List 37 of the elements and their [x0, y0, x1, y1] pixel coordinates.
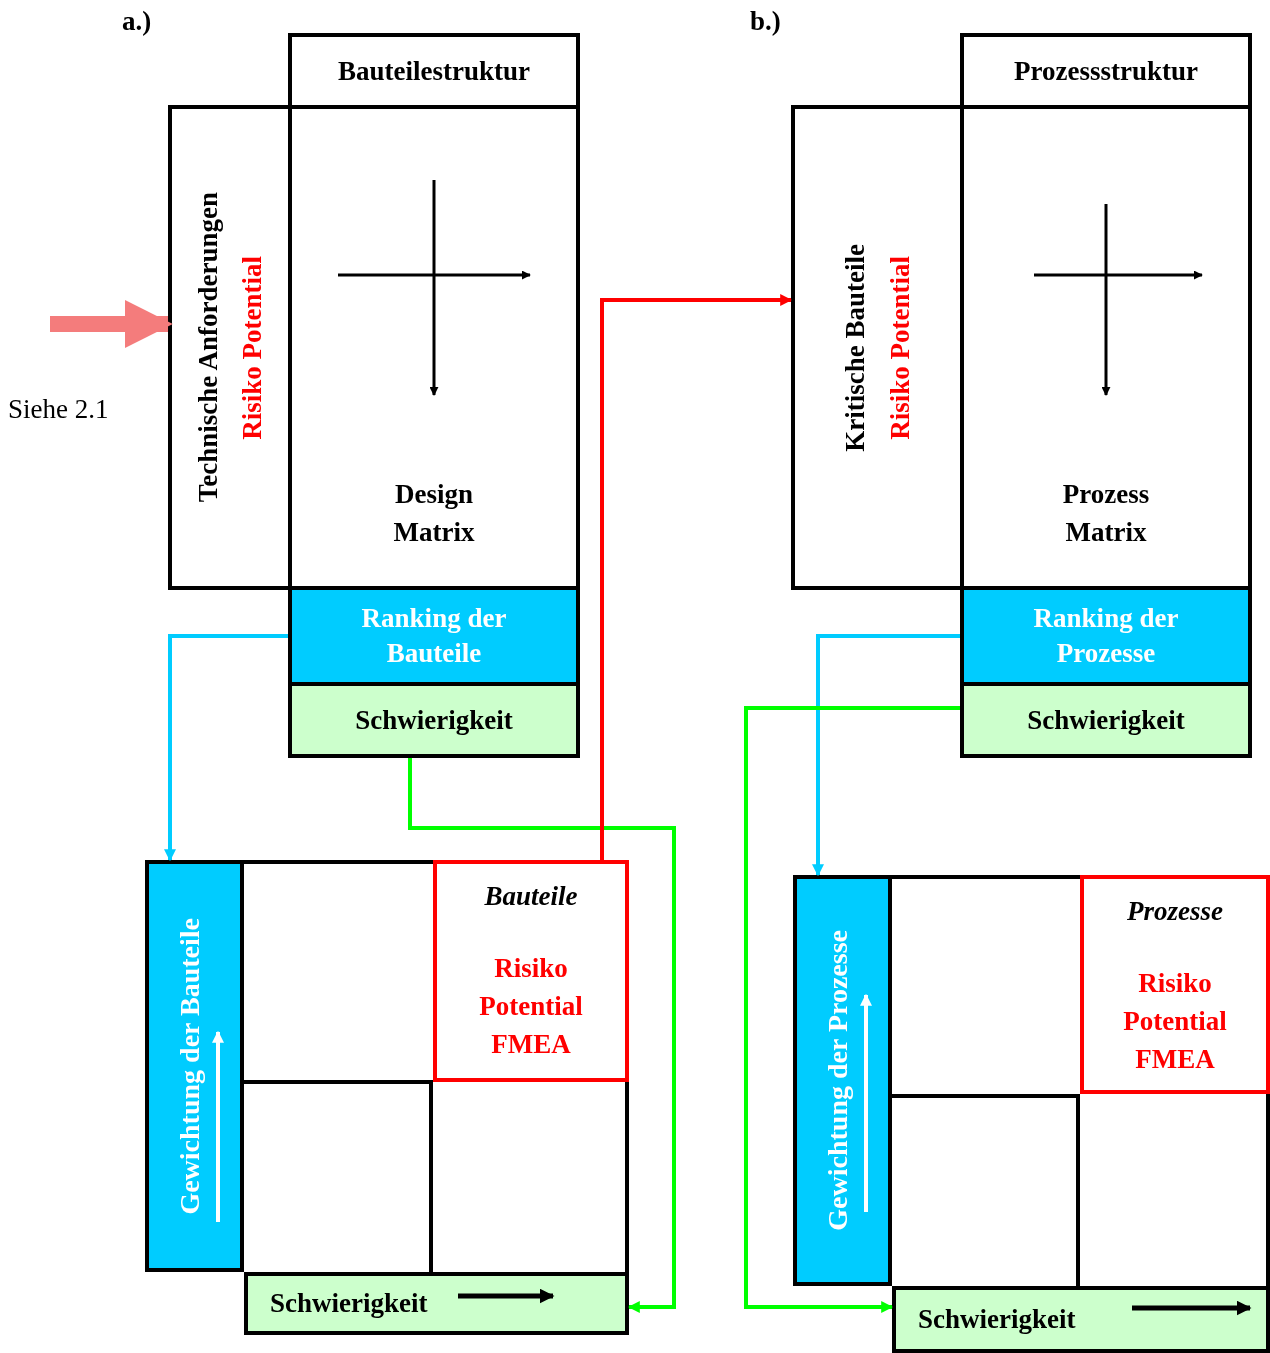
risk-text: Risiko Potential FMEA — [1123, 967, 1227, 1077]
weighting-bar — [145, 860, 244, 1272]
connector-arrow — [812, 634, 960, 877]
risk-text: Risiko Potential — [883, 255, 916, 440]
difficulty-text: Schwierigkeit — [355, 703, 513, 737]
risk-text: Risiko Potential — [236, 255, 268, 440]
connector-arrow — [164, 634, 288, 862]
risk-text: Risiko Potential FMEA — [479, 952, 583, 1062]
matrix-label: Design Matrix — [393, 478, 475, 550]
matrix-cell — [244, 1080, 433, 1272]
cell-heading: Prozesse — [1127, 895, 1223, 928]
difficulty-text: Schwierigkeit — [270, 1287, 428, 1321]
column-heading: Kritische Bauteile — [839, 243, 872, 452]
difficulty-bar — [244, 1272, 629, 1335]
header-text: Bauteilestruktur — [338, 54, 530, 88]
connector-arrow — [744, 706, 960, 1313]
risk-cell — [433, 860, 629, 1082]
header-text: Prozessstruktur — [1014, 54, 1198, 88]
column-heading: Technische Anforderungen — [191, 192, 224, 503]
cell-heading: Bauteile — [484, 880, 578, 913]
panel-label: a.) — [122, 6, 152, 37]
difficulty-text: Schwierigkeit — [1027, 703, 1185, 737]
risk-cell — [1080, 875, 1270, 1094]
panel-label: b.) — [750, 6, 781, 37]
weighting-bar — [793, 875, 892, 1286]
block-arrow — [50, 300, 173, 348]
weighting-text: Gewichtung der Bauteile — [173, 917, 206, 1215]
difficulty-text: Schwierigkeit — [918, 1303, 1076, 1337]
connector-arrow — [408, 758, 676, 1313]
matrix-label: Prozess Matrix — [1062, 478, 1150, 550]
weighting-text: Gewichtung der Prozesse — [821, 930, 854, 1231]
difficulty-bar — [892, 1286, 1270, 1353]
matrix-cell — [892, 1094, 1080, 1286]
reference-note: Siehe 2.1 — [8, 394, 109, 425]
ranking-text: Ranking der Bauteile — [360, 601, 508, 670]
connector-arrow — [600, 294, 793, 860]
ranking-text: Ranking der Prozesse — [1032, 601, 1180, 670]
